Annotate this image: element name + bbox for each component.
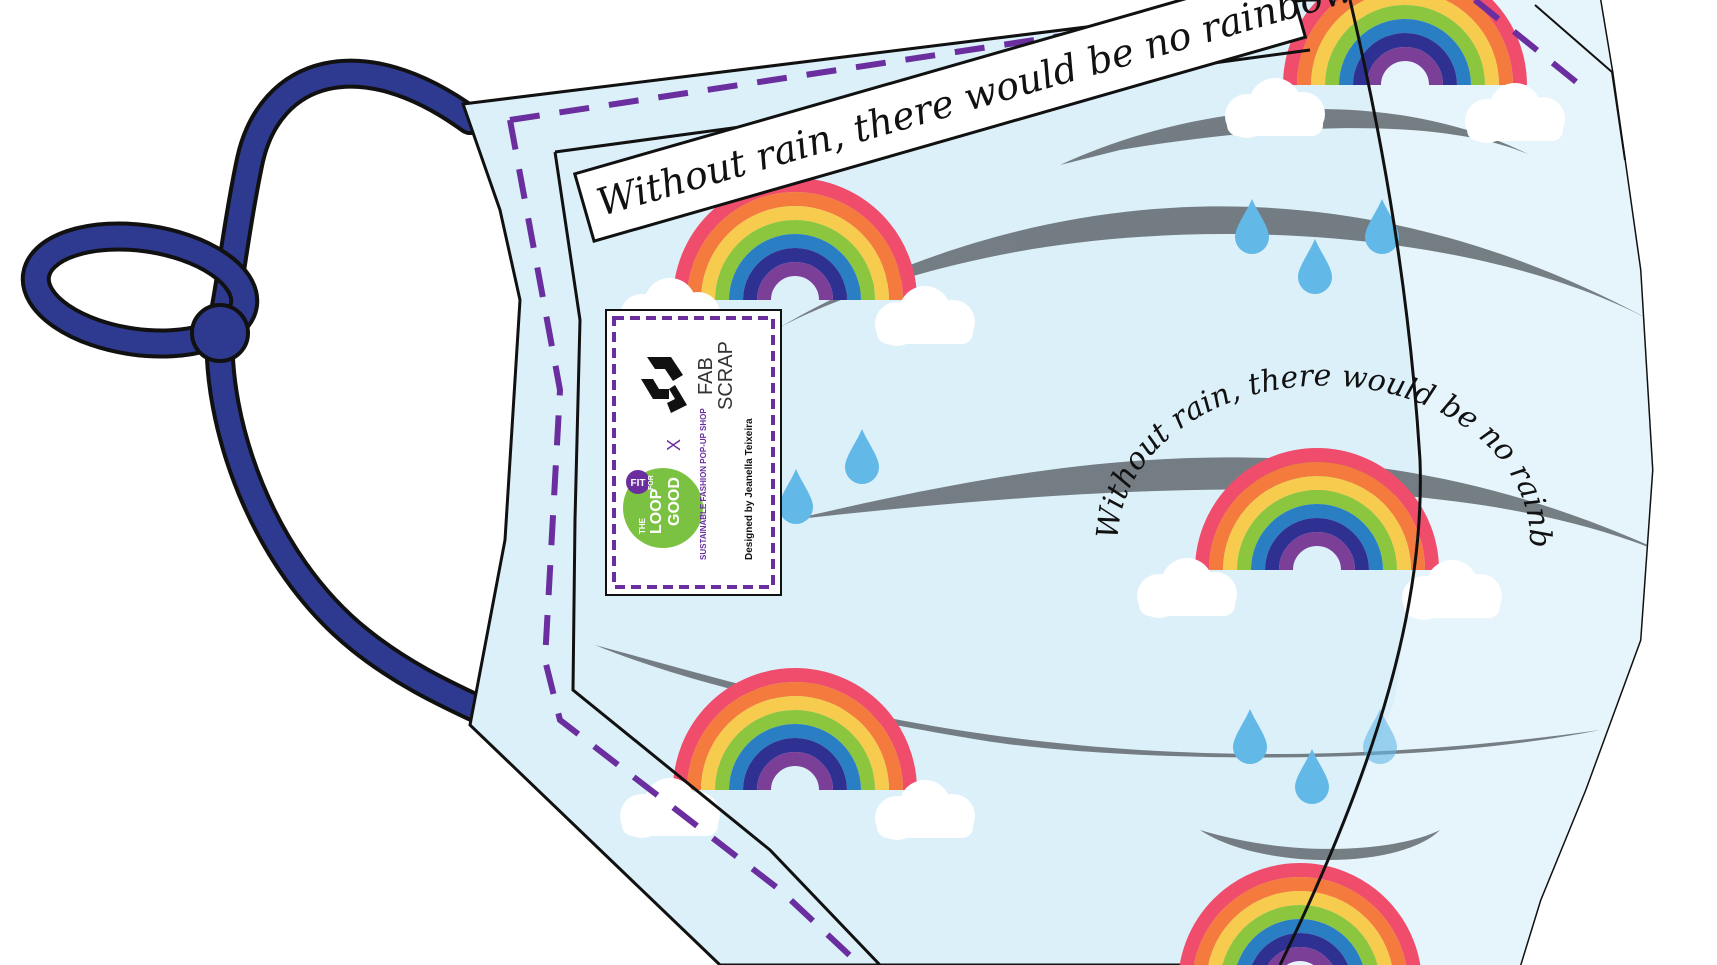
loop-word: LOOP (648, 488, 665, 534)
fit-badge-text: FIT (631, 478, 646, 489)
cord-stopper (190, 303, 250, 363)
mask-side-panel (1280, 0, 1652, 965)
loop-the: THE (638, 517, 647, 534)
fab-scrap-line2: SCRAP (715, 341, 737, 410)
center-seam (1278, 0, 1422, 965)
loop-ring-text: SUSTAINABLE FASHION POP-UP SHOP (699, 408, 708, 560)
collab-x: X (664, 439, 684, 451)
brand-tag: FAB SCRAP X FIT THE LOOP FOR GOOD SUSTAI… (605, 309, 782, 596)
right-edge-line (1534, 4, 1626, 161)
recycle-icon (641, 357, 687, 413)
loop-good: GOOD (666, 477, 683, 526)
stitch-line-left (507, 119, 863, 965)
stitch-line-right (1473, 0, 1582, 88)
fab-scrap-logo: FAB SCRAP (695, 341, 737, 410)
fab-scrap-line1: FAB (695, 357, 717, 395)
loop-for-good-logo: FIT THE LOOP FOR GOOD SUSTAINABLE FASHIO… (623, 408, 708, 560)
designer-credit: Designed by Jeanella Teixeira (744, 418, 755, 560)
fit-badge (626, 470, 650, 494)
loop-for: FOR (648, 475, 655, 490)
ear-loop-strap (20, 58, 505, 730)
